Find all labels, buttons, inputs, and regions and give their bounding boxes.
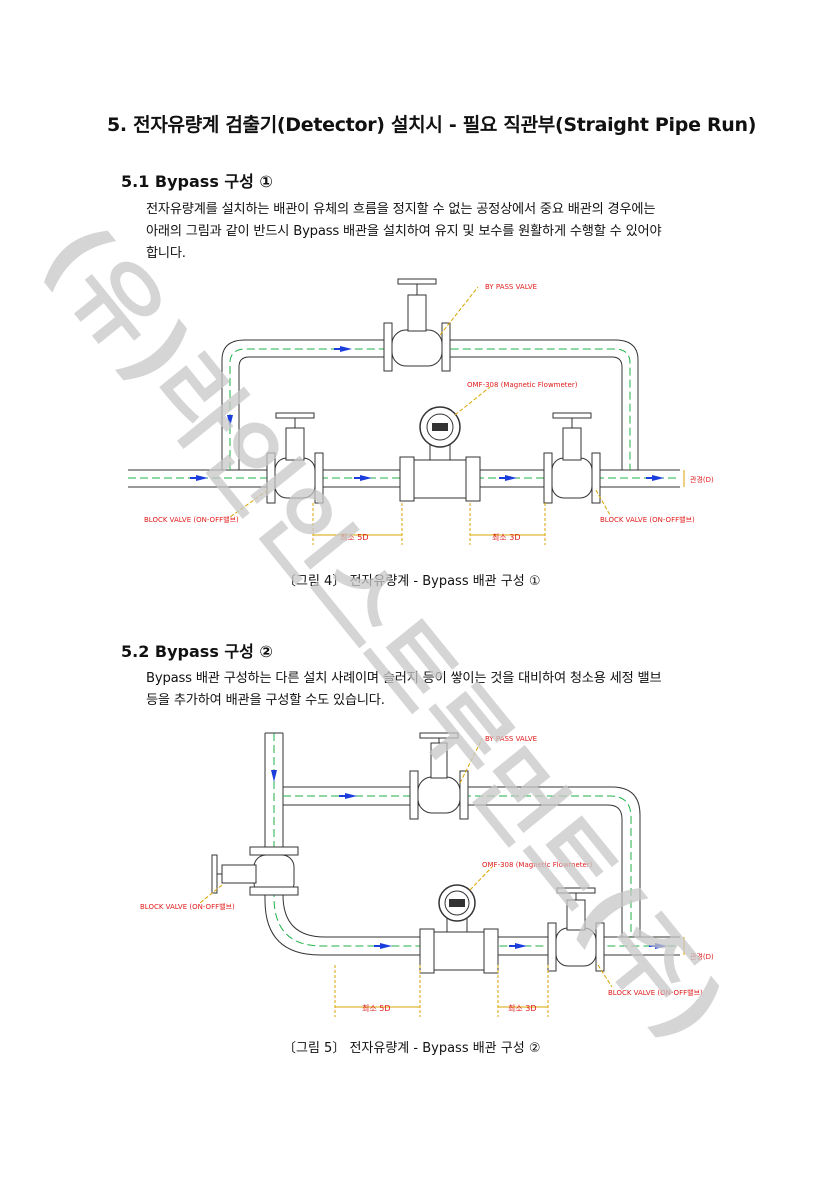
figure-4-caption: 〔그림 4〕 전자유량계 - Bypass 배관 구성 ①	[283, 574, 541, 589]
fig5-block-left-label: BLOCK VALVE (ON-OFF밸브)	[140, 902, 235, 911]
figure-5-diagram: BY PASS VALVE OMF-308 (Magnetic Flowmete…	[140, 732, 714, 1017]
fig4-min3d-label: 최소 3D	[492, 532, 521, 542]
fig5-min5d-label: 최소 5D	[362, 1003, 391, 1013]
fig4-min5d-label: 최소 5D	[340, 532, 369, 542]
figure-5-caption: 〔그림 5〕 전자유량계 - Bypass 배관 구성 ②	[283, 1041, 541, 1056]
fig4-bypass-valve-label: BY PASS VALVE	[485, 283, 537, 291]
fig5-meter-label: OMF-308 (Magnetic Flowmeter)	[482, 861, 593, 869]
figure-4-diagram: BY PASS VALVE OMF-308 (Magnetic Flowmete…	[128, 278, 714, 545]
fig5-diameter-label: 관경(D)	[690, 952, 714, 961]
section-1-line-1: 전자유량계를 설치하는 배관이 유체의 흐름을 정지할 수 없는 공정상에서 중…	[146, 202, 656, 217]
section-2-line-1: Bypass 배관 구성하는 다른 설치 사례이며 슬러지 등이 쌓이는 것을 …	[146, 671, 662, 686]
fig5-min3d-label: 최소 3D	[508, 1003, 537, 1013]
section-2-paragraph: Bypass 배관 구성하는 다른 설치 사례이며 슬러지 등이 쌓이는 것을 …	[146, 668, 776, 712]
fig5-block-right-label: BLOCK VALVE (ON-OFF밸브)	[608, 988, 703, 997]
section-2-title: 5.2 Bypass 구성 ②	[121, 642, 273, 661]
page-heading: 5. 전자유량계 검출기(Detector) 설치시 - 필요 직관부(Stra…	[107, 114, 757, 136]
section-1-line-2: 아래의 그림과 같이 반드시 Bypass 배관을 설치하여 유지 및 보수를 …	[146, 224, 662, 239]
section-2-line-2: 등을 추가하여 배관을 구성할 수도 있습니다.	[146, 693, 385, 708]
fig4-block-right-label: BLOCK VALVE (ON-OFF밸브)	[600, 515, 695, 524]
section-1-title: 5.1 Bypass 구성 ①	[121, 172, 273, 191]
fig4-diameter-label: 관경(D)	[690, 475, 714, 484]
fig5-bypass-valve-label: BY PASS VALVE	[485, 735, 537, 743]
section-1-line-3: 합니다.	[146, 246, 186, 261]
section-1-paragraph: 전자유량계를 설치하는 배관이 유체의 흐름을 정지할 수 없는 공정상에서 중…	[146, 199, 776, 265]
fig4-block-left-label: BLOCK VALVE (ON-OFF밸브)	[144, 515, 239, 524]
fig4-meter-label: OMF-308 (Magnetic Flowmeter)	[467, 381, 578, 389]
